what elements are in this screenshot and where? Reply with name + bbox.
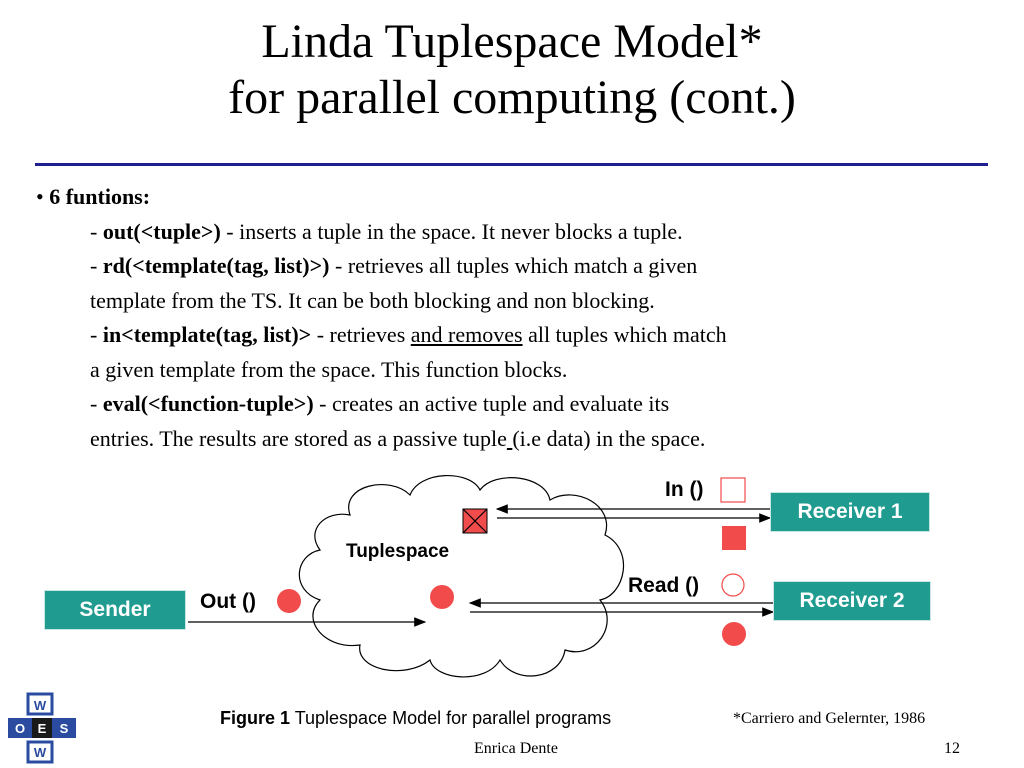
- receiver-1-box: Receiver 1: [770, 492, 930, 532]
- function-dash: -: [90, 322, 98, 347]
- logo-letter: W: [34, 745, 47, 760]
- function-dash: -: [90, 253, 98, 278]
- slide-title: Linda Tuplespace Model* for parallel com…: [0, 14, 1024, 126]
- tuple-circle-icon: [430, 585, 454, 609]
- function-desc: - retrieves all tuples which match a giv…: [329, 253, 698, 278]
- function-rd-cont: template from the TS. It can be both blo…: [90, 287, 655, 313]
- function-name: in<template(tag, list)>: [102, 322, 312, 347]
- function-name: rd(<template(tag, list)>): [102, 253, 330, 278]
- in-result-tuple-icon: [722, 526, 746, 550]
- function-name: out(<tuple>): [102, 218, 221, 244]
- logo-letter: W: [34, 698, 47, 713]
- author-footer: Enrica Dente: [474, 740, 558, 757]
- title-line-1: Linda Tuplespace Model*: [261, 15, 763, 68]
- logo-letter: E: [38, 721, 47, 736]
- function-desc: all tuples which match: [522, 322, 727, 347]
- function-name: eval(<function-tuple>): [102, 391, 314, 416]
- function-eval-cont: entries. The results are stored as a pas…: [36, 422, 936, 457]
- bullet-heading: 6 funtions:: [49, 184, 151, 209]
- figure-caption-text: Tuplespace Model for parallel programs: [290, 708, 612, 728]
- function-in: - in<template(tag, list)> - retrieves an…: [36, 318, 936, 353]
- function-desc-emphasis: and removes: [410, 322, 523, 347]
- figure-caption-number: Figure 1: [220, 708, 291, 728]
- read-label: Read (): [628, 574, 700, 597]
- logo-letter: O: [15, 721, 25, 736]
- function-desc: - inserts a tuple in the space. It never…: [220, 218, 683, 244]
- tuplespace-cloud: [298, 475, 625, 678]
- function-desc: (i.e data) in the space.: [512, 425, 706, 451]
- out-tuple-icon: [277, 589, 301, 613]
- function-dash: -: [90, 391, 98, 416]
- out-label: Out (): [200, 590, 256, 613]
- citation: *Carriero and Gelernter, 1986: [733, 710, 926, 727]
- title-line-2: for parallel computing (cont.): [228, 71, 796, 124]
- receiver-2-box: Receiver 2: [773, 581, 931, 621]
- function-desc: entries. The results are stored as a pas…: [90, 425, 507, 451]
- bullet-marker: •: [36, 184, 44, 209]
- function-rd: - rd(<template(tag, list)>) - retrieves …: [36, 249, 936, 284]
- bullet-heading-line: • 6 funtions:: [36, 180, 936, 215]
- function-desc: - creates an active tuple and evaluate i…: [313, 391, 670, 416]
- function-dash: -: [90, 218, 98, 244]
- function-desc: - retrieves: [311, 322, 411, 347]
- sender-box: Sender: [44, 590, 186, 630]
- title-divider: [35, 163, 988, 166]
- function-eval: - eval(<function-tuple>) - creates an ac…: [36, 387, 936, 422]
- read-template-icon: [721, 573, 745, 597]
- page-number: 12: [944, 740, 960, 757]
- figure-caption: Figure 1 Tuplespace Model for parallel p…: [220, 708, 611, 729]
- in-label: In (): [665, 478, 704, 501]
- read-result-tuple-icon: [722, 622, 746, 646]
- wesw-logo-icon: W O E S W: [8, 692, 76, 764]
- function-out: - out(<tuple>) - inserts a tuple in the …: [36, 215, 936, 250]
- bullet-list: • 6 funtions: - out(<tuple>) - inserts a…: [36, 180, 936, 456]
- logo-letter: S: [60, 721, 69, 736]
- function-in-cont: a given template from the space. This fu…: [90, 356, 568, 382]
- in-template-icon: [720, 477, 746, 503]
- tuplespace-label: Tuplespace: [346, 541, 450, 562]
